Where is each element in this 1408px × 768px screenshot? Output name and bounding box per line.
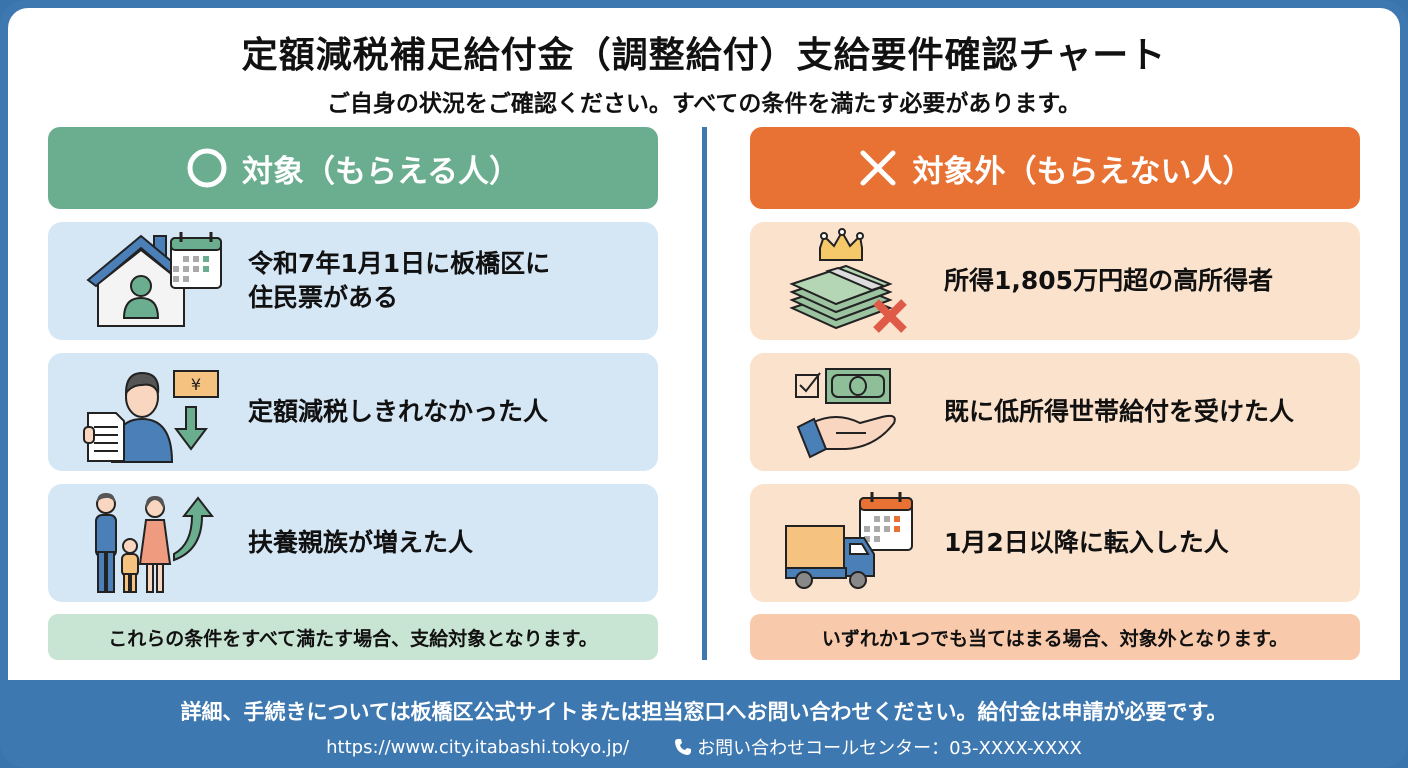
page-subtitle: ご自身の状況をご確認ください。すべての条件を満たす必要があります。 bbox=[326, 91, 1082, 117]
ineligible-header: 対象外（もらえない人） bbox=[750, 127, 1360, 209]
eligible-column: 対象（もらえる人） 令和7年1月1日に板橋区に 住民票がある bbox=[48, 127, 658, 660]
eligible-item-text: 扶養親族が増えた人 bbox=[248, 528, 474, 557]
ineligible-item: 既に低所得世帯給付を受けた人 bbox=[750, 353, 1360, 471]
column-divider bbox=[702, 127, 707, 660]
circle-icon bbox=[187, 148, 227, 188]
ineligible-heading: 対象外（もらえない人） bbox=[912, 153, 1254, 190]
eligible-item: ¥ 定額減税しきれなかった人 bbox=[48, 353, 658, 471]
eligible-heading: 対象（もらえる人） bbox=[241, 153, 521, 190]
family-arrow-up-icon bbox=[95, 493, 215, 593]
house-calendar-icon bbox=[86, 232, 222, 327]
contact-text: お問い合わせコールセンター：03-XXXX-XXXX bbox=[697, 738, 1082, 759]
ineligible-item: 所得1,805万円超の高所得者 bbox=[750, 222, 1360, 340]
contact-info: お問い合わせコールセンター：03-XXXX-XXXX bbox=[673, 734, 1082, 760]
ineligible-item: 1月2日以降に転入した人 bbox=[750, 484, 1360, 602]
eligible-item-text: 定額減税しきれなかった人 bbox=[248, 397, 549, 426]
ineligible-item-text: 1月2日以降に転入した人 bbox=[944, 528, 1229, 557]
ineligible-column: 対象外（もらえない人） 所得1,805万円超の高所得者 bbox=[750, 127, 1360, 660]
cross-icon bbox=[860, 150, 895, 186]
eligible-item-text-2: 住民票がある bbox=[248, 283, 399, 312]
eligible-header: 対象（もらえる人） bbox=[48, 127, 658, 209]
person-document-yen-down-icon: ¥ bbox=[83, 370, 219, 463]
truck-calendar-icon bbox=[785, 492, 913, 589]
page-title: 定額減税補足給付金（調整給付）支給要件確認チャート bbox=[241, 35, 1167, 76]
website-link[interactable]: https://www.city.itabashi.tokyo.jp/ bbox=[326, 736, 630, 758]
phone-icon bbox=[675, 739, 692, 755]
eligible-item: 令和7年1月1日に板橋区に 住民票がある bbox=[48, 222, 658, 340]
ineligible-item-text: 既に低所得世帯給付を受けた人 bbox=[944, 397, 1295, 426]
ineligible-item-text: 所得1,805万円超の高所得者 bbox=[944, 266, 1274, 295]
hand-money-check-icon bbox=[795, 368, 896, 459]
svg-text:¥: ¥ bbox=[191, 375, 201, 394]
eligible-item: 扶養親族が増えた人 bbox=[48, 484, 658, 602]
footer-notice: 詳細、手続きについては板橋区公式サイトまたは担当窓口へお問い合わせください。給付… bbox=[180, 700, 1228, 724]
eligible-item-text: 令和7年1月1日に板橋区に bbox=[248, 249, 551, 278]
eligible-note: これらの条件をすべて満たす場合、支給対象となります。 bbox=[48, 614, 658, 660]
money-crown-cross-icon bbox=[789, 228, 907, 333]
footer: 詳細、手続きについては板橋区公式サイトまたは担当窓口へお問い合わせください。給付… bbox=[0, 680, 1408, 768]
ineligible-note: いずれか1つでも当てはまる場合、対象外となります。 bbox=[750, 614, 1360, 660]
